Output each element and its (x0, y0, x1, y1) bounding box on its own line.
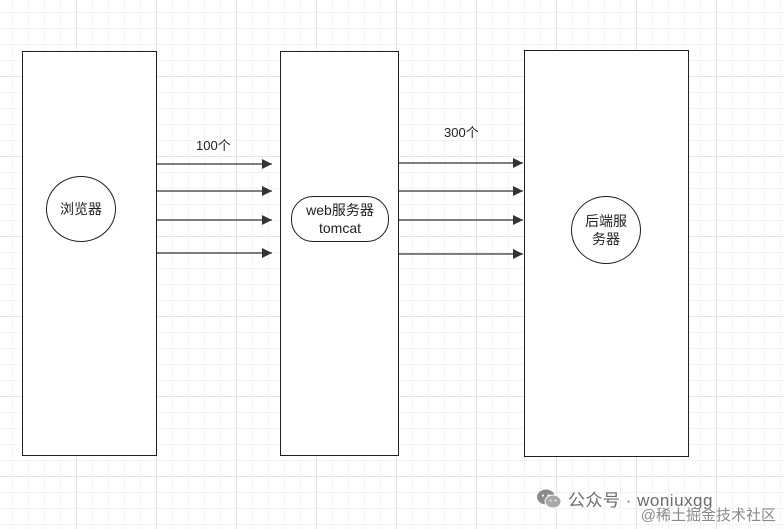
edge-label-web-to-backend: 300个 (444, 125, 479, 140)
backend-label-line1: 后端服 (585, 213, 627, 229)
edge-label-browser-to-web: 100个 (196, 138, 231, 153)
source-credit: @稀土掘金技术社区 (640, 507, 776, 524)
backend-label-line2: 务器 (592, 231, 620, 247)
watermark-text: 公众号 · woniuxgg (568, 491, 713, 510)
web-server-label-line2: tomcat (318, 220, 361, 236)
web-server-column (280, 51, 399, 456)
browser-label: 浏览器 (60, 201, 102, 217)
browser-column (22, 51, 157, 456)
web-server-node: web服务器 tomcat (291, 196, 389, 242)
web-server-label-line1: web服务器 (306, 202, 374, 218)
wechat-watermark: 公众号 · woniuxgg (536, 486, 713, 511)
backend-node: 后端服 务器 (571, 196, 641, 264)
browser-node: 浏览器 (46, 176, 116, 242)
wechat-icon (537, 489, 562, 508)
